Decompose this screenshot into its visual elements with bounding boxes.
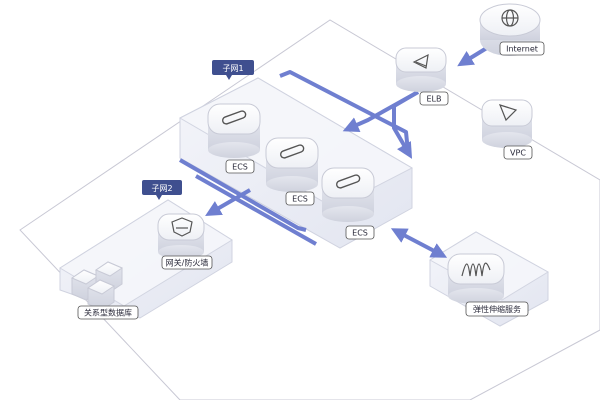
database-icon <box>70 261 124 311</box>
ecs-node-1: ECS <box>207 103 261 174</box>
internet-node: Internet <box>479 3 545 56</box>
elb-label: ELB <box>427 95 442 104</box>
vpc-icon <box>498 104 518 122</box>
arrow-ecs-gateway <box>179 158 307 232</box>
gateway-label: 网关/防火墙 <box>166 258 209 268</box>
vpc-label: VPC <box>510 149 526 158</box>
globe-icon <box>501 9 519 27</box>
subnet1-label: 子网1 <box>222 64 243 73</box>
arrow-elb-ecs-right <box>392 90 420 159</box>
subnet1-tag: 子网1 <box>212 60 254 80</box>
subnet2-tag: 子网2 <box>142 180 182 200</box>
shield-icon <box>171 217 193 237</box>
ecs-icon <box>335 174 361 189</box>
autoscaling-node: 弹性伸缩服务 <box>447 253 529 317</box>
arrow-ecs-loop-top <box>279 70 410 153</box>
ecs-icon <box>221 110 247 125</box>
subnet2-label: 子网2 <box>151 184 172 193</box>
ecs1-label: ECS <box>232 163 248 172</box>
vpc-region-outline <box>19 19 600 400</box>
ecs-node-3: ECS <box>321 167 375 240</box>
ecs2-label: ECS <box>292 195 308 204</box>
ecs3-label: ECS <box>352 229 368 238</box>
autoscaling-icon <box>461 262 491 277</box>
database-node: 关系型数据库 <box>70 261 139 320</box>
arrow-ecs-autoscaling <box>390 228 448 258</box>
autoscaling-label: 弹性伸缩服务 <box>473 304 521 314</box>
ecs-icon <box>279 144 305 159</box>
internet-label: Internet <box>506 45 538 54</box>
ecs-node-2: ECS <box>265 137 319 206</box>
vpc-node: VPC <box>481 99 533 160</box>
arrow-ecs-gateway-down <box>205 188 252 217</box>
elb-node: ELB <box>395 47 449 106</box>
elb-icon <box>412 53 429 69</box>
arrow-gateway-branch <box>195 174 317 246</box>
gateway-node: 网关/防火墙 <box>157 213 213 270</box>
database-label: 关系型数据库 <box>84 308 132 318</box>
